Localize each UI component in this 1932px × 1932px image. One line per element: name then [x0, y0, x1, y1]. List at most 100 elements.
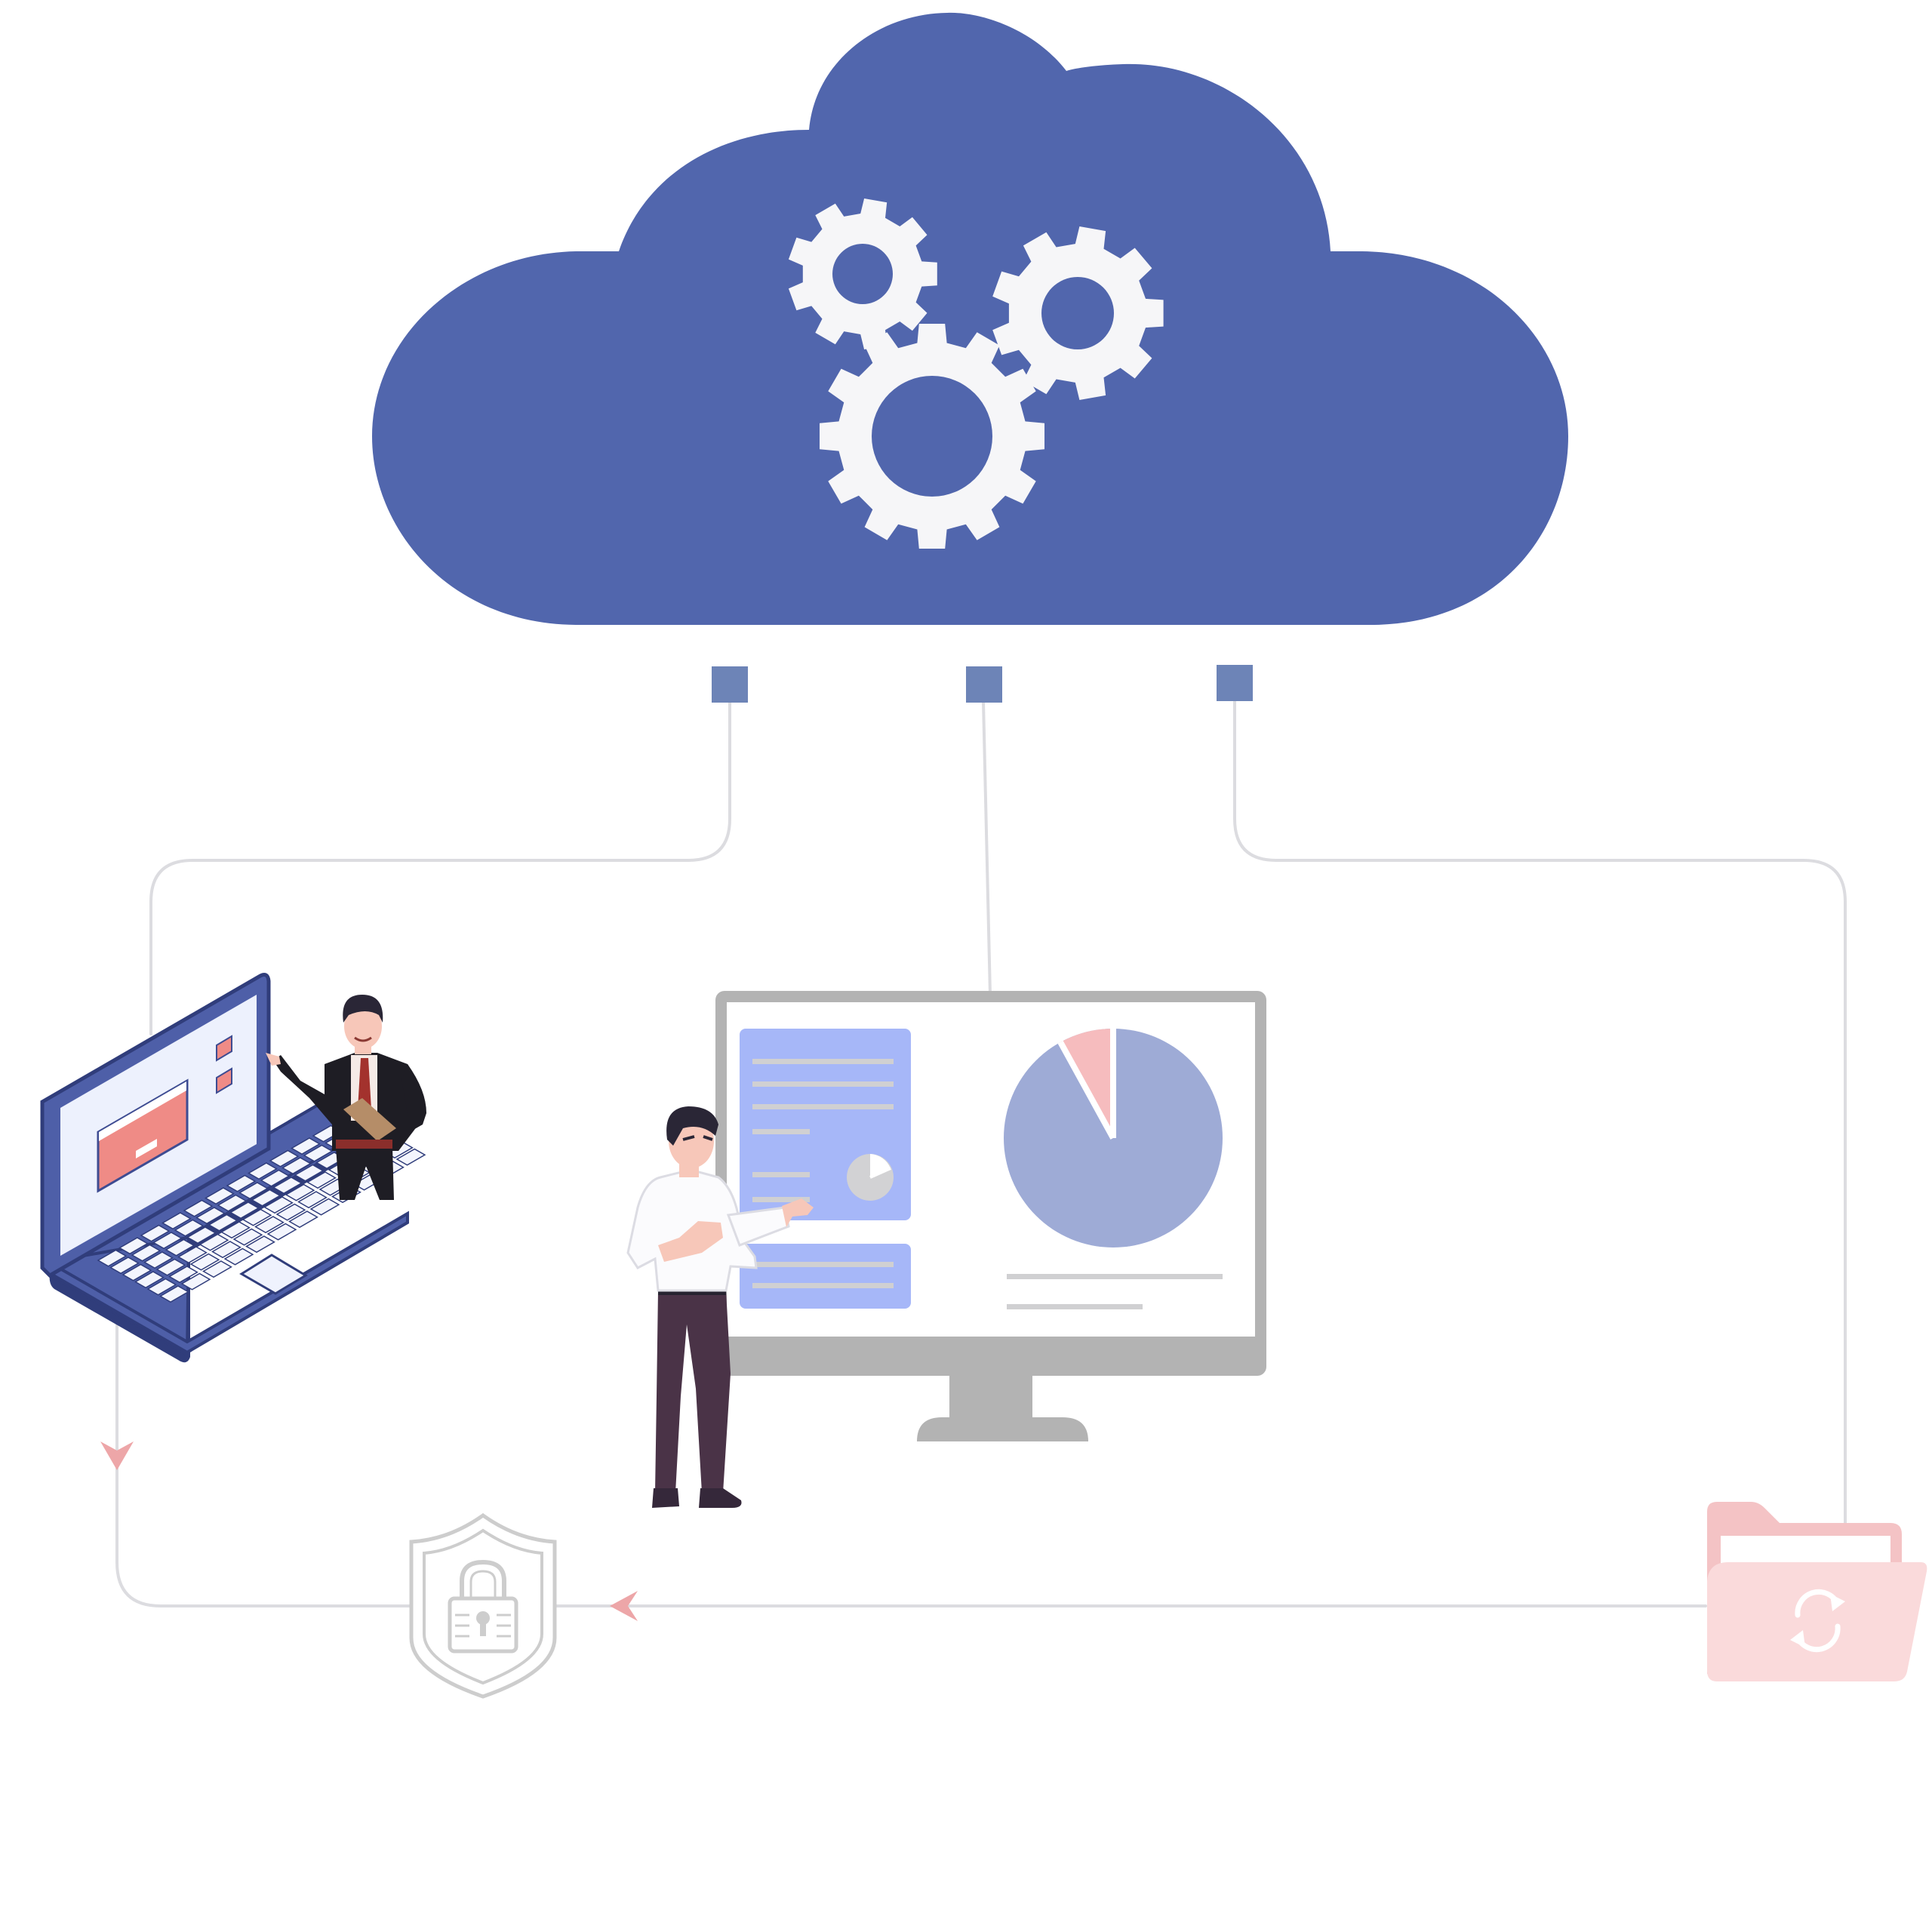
- keyboard-key: [198, 1233, 229, 1251]
- presenter-arm-pointing: [726, 1206, 790, 1247]
- keyboard-key: [205, 1187, 235, 1205]
- panel-text-line-8: [752, 1283, 894, 1288]
- gear-right-icon-hole: [1041, 277, 1114, 349]
- gear-small-icon-hole: [832, 244, 893, 304]
- keyboard-key: [288, 1211, 318, 1229]
- keyboard-key: [159, 1285, 189, 1303]
- businessman-hair: [343, 995, 383, 1023]
- keyboard-key: [174, 1219, 205, 1237]
- connector-laptop-shield: [115, 1323, 413, 1607]
- keyboard-key: [220, 1221, 251, 1239]
- keyboard-key: [140, 1224, 171, 1242]
- keyboard-key: [306, 1171, 337, 1189]
- cloud-icon: [372, 12, 1568, 626]
- keyboard-key: [189, 1253, 220, 1271]
- lock-shackle-inner: [469, 1570, 497, 1598]
- presenter-hair: [666, 1106, 718, 1146]
- businessman-legs: [336, 1147, 394, 1200]
- keyboard-key: [97, 1249, 128, 1267]
- keyboard-key: [131, 1244, 162, 1262]
- keyboard-key: [165, 1238, 195, 1257]
- keyboard-key: [109, 1257, 140, 1275]
- sync-arrowheads: [1790, 1594, 1845, 1647]
- businessman-clipboard: [343, 1098, 396, 1141]
- cloud-shape: [372, 12, 1568, 626]
- dashboard-pie-chart: [1004, 1029, 1223, 1247]
- keyboard-key: [254, 1216, 285, 1234]
- keyboard-key: [297, 1191, 328, 1209]
- laptop-trackpad: [239, 1254, 308, 1295]
- keyhole-icon: [476, 1611, 490, 1625]
- pie-slice-gap: [1057, 1029, 1116, 1140]
- dashboard-caption-line-2: [1007, 1304, 1143, 1309]
- keyboard-key: [143, 1251, 174, 1269]
- businessman-arm-right: [389, 1064, 426, 1140]
- keyboard-key: [195, 1207, 226, 1225]
- laptop-side-icon-1: [216, 1035, 232, 1062]
- lock-shackle: [460, 1559, 506, 1598]
- businessman-hand: [266, 1053, 281, 1066]
- keyboard-key: [217, 1194, 248, 1212]
- keyboard-key: [266, 1223, 297, 1241]
- keyboard-key: [281, 1157, 312, 1175]
- keyboard-key: [122, 1263, 152, 1281]
- keyboard-key: [146, 1278, 177, 1296]
- panel-text-line-1: [752, 1059, 894, 1064]
- keyboard-key: [269, 1149, 300, 1168]
- keyboard-key: [155, 1258, 186, 1276]
- gear-small-icon: [788, 198, 937, 349]
- keyboard-key: [251, 1189, 281, 1207]
- lock-body-lines: [455, 1614, 511, 1638]
- monitor-dashboard-icon: [715, 991, 1266, 1441]
- presenter-hand-chest: [658, 1221, 723, 1262]
- arrow-down-icon: [100, 1441, 134, 1470]
- keyboard-key: [309, 1198, 340, 1216]
- presenter-brow: [682, 1135, 713, 1141]
- keyboard-key: [208, 1214, 238, 1232]
- keyboard-key: [245, 1235, 275, 1254]
- arrowheads: [100, 1441, 638, 1621]
- laptop-window-button: [136, 1139, 157, 1158]
- keyboard-key: [152, 1232, 183, 1250]
- keyboard-key: [223, 1247, 254, 1266]
- panel-text-line-6: [752, 1197, 810, 1202]
- connectors: [115, 700, 1847, 1607]
- mini-pie-slice: [870, 1154, 891, 1177]
- presenter-person-icon: [626, 1106, 814, 1508]
- keyboard-key: [211, 1241, 242, 1259]
- dashboard-panel-bottom: [740, 1244, 911, 1309]
- laptop-screen-window: [97, 1078, 189, 1193]
- keyboard-key: [134, 1271, 165, 1289]
- port-left: [712, 666, 748, 703]
- arrow-left-icon: [610, 1591, 638, 1621]
- panel-text-line-7: [752, 1262, 894, 1267]
- folder-front: [1707, 1562, 1927, 1681]
- dashboard-caption-line-1: [1007, 1274, 1223, 1279]
- keyboard-key: [180, 1272, 211, 1291]
- presenter-shoe-right: [699, 1488, 742, 1508]
- keyboard-key: [232, 1228, 263, 1246]
- keyboard-key: [303, 1144, 334, 1162]
- keyboard-key: [118, 1237, 149, 1255]
- keyboard-key: [162, 1212, 192, 1230]
- panel-text-line-3: [752, 1104, 894, 1109]
- monitor-base: [917, 1417, 1088, 1441]
- gears-icon: [788, 198, 1164, 549]
- keyboard-key: [275, 1203, 306, 1221]
- keyboard-key: [260, 1169, 291, 1187]
- presenter-shoe-left: [652, 1488, 679, 1508]
- gear-right-icon: [992, 226, 1164, 400]
- laptop-side-icon-2: [216, 1067, 232, 1094]
- panel-text-line-5: [752, 1172, 810, 1177]
- monitor-neck: [949, 1370, 1032, 1426]
- businessman-smile: [354, 1036, 372, 1042]
- keyboard-key: [226, 1174, 257, 1192]
- businessman-person-icon: [266, 995, 426, 1200]
- keyboard-key: [242, 1208, 272, 1226]
- connector-cloud-folder: [1233, 700, 1847, 1537]
- shield-lock-icon: [409, 1512, 557, 1699]
- businessman-face: [344, 1004, 382, 1049]
- presenter-hand-pointing: [782, 1198, 814, 1227]
- businessman-belt: [336, 1140, 392, 1149]
